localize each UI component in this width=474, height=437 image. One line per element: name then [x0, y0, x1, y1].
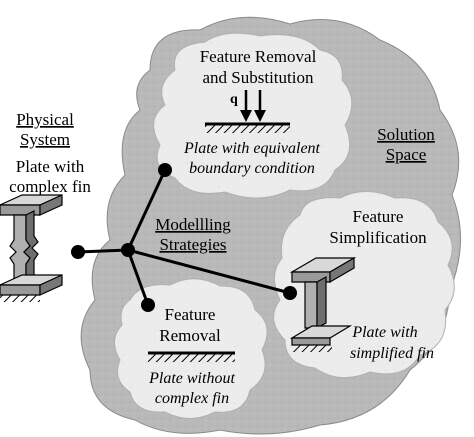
- removal-caption-line2: complex fin: [155, 390, 229, 407]
- modelling-strategies-label-line1: Modellling: [155, 215, 231, 234]
- fixed-support-substitution: [205, 122, 290, 133]
- removal-title-line1: Feature: [165, 305, 216, 324]
- substitution-caption-line2: boundary condition: [189, 160, 315, 177]
- modelling-strategies-label-line2: Strategies: [159, 235, 226, 254]
- complex-fin-plate-figure: [0, 194, 63, 302]
- removal-title-line2: Removal: [159, 326, 221, 345]
- fixed-support-removal: [148, 351, 235, 362]
- physical-system-heading-line1: Physical: [16, 110, 74, 129]
- physical-system-caption-line1: Plate with: [16, 157, 85, 176]
- node-hub: [121, 243, 135, 257]
- connector-lines: [77, 169, 291, 306]
- node-substitution: [158, 163, 172, 177]
- connector-to-removal: [126, 249, 150, 306]
- simplification-title-line2: Simplification: [329, 228, 427, 247]
- solution-space-label-line2: Space: [386, 145, 427, 164]
- simplified-fin-plate-figure: [289, 256, 357, 352]
- physical-system-caption-line2: complex fin: [9, 177, 91, 196]
- simplification-caption-line1: Plate with: [351, 324, 417, 341]
- load-symbol-q: q: [230, 92, 238, 107]
- node-simplification: [283, 286, 297, 300]
- physical-system-heading-line2: System: [20, 130, 70, 149]
- connector-to-substitution: [126, 169, 167, 251]
- feature-removal-cloud: [114, 278, 268, 419]
- removal-caption-line1: Plate without: [148, 370, 235, 387]
- substitution-title-line1: Feature Removal: [200, 47, 317, 66]
- feature-removal-substitution-cloud: [153, 32, 353, 199]
- solution-space-label-line1: Solution: [377, 125, 435, 144]
- node-physical-system: [71, 245, 85, 259]
- substitution-caption-line1: Plate with equivalent: [183, 140, 321, 157]
- simplification-caption-line2: simplified fin: [350, 345, 434, 362]
- simplification-title-line1: Feature: [353, 207, 404, 226]
- node-removal: [141, 298, 155, 312]
- substitution-title-line2: and Substitution: [203, 68, 314, 87]
- distributed-load-arrows: [240, 90, 266, 122]
- connector-nodes: [71, 163, 297, 312]
- connector-to-simplification: [127, 248, 291, 295]
- connector-to-physical-system: [77, 248, 129, 254]
